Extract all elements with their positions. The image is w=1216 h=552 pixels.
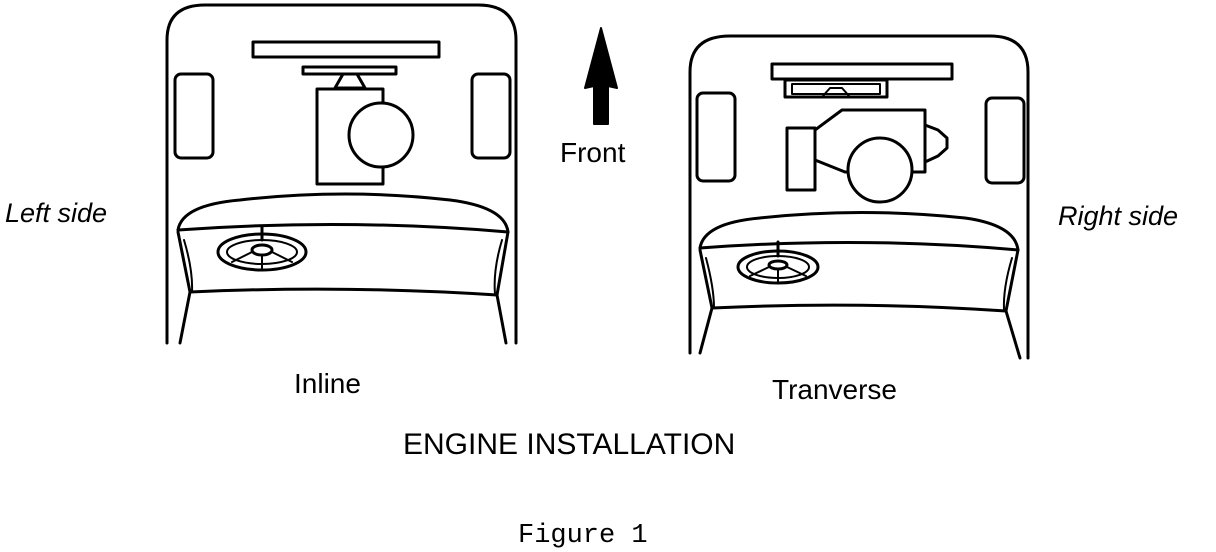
inline-label: Inline xyxy=(294,368,361,399)
transverse-engine-flywheel xyxy=(846,136,914,204)
diagram-title: ENGINE INSTALLATION xyxy=(403,428,736,461)
front-label: Front xyxy=(560,137,626,168)
inline-left-pillar xyxy=(176,230,192,345)
inline-radiator xyxy=(251,40,441,59)
transverse-left-headlight xyxy=(695,91,737,183)
transverse-car xyxy=(688,34,1030,360)
transverse-radiator xyxy=(770,62,954,81)
up-arrow-icon xyxy=(584,27,618,125)
transverse-label: Tranverse xyxy=(772,374,898,405)
transverse-left-pillar xyxy=(698,248,714,355)
transverse-gearbox xyxy=(785,126,817,192)
inline-dashboard-lower xyxy=(176,222,510,234)
transverse-dashboard xyxy=(698,211,1020,252)
inline-pulley xyxy=(333,72,367,90)
inline-right-headlight xyxy=(470,72,512,160)
figure-caption: Figure 1 xyxy=(518,521,648,551)
transverse-dashboard-lower xyxy=(698,240,1020,252)
transverse-pulley xyxy=(923,123,949,164)
inline-left-headlight xyxy=(173,72,215,160)
transverse-engine-block xyxy=(813,108,927,174)
steering-wheel-icon xyxy=(216,224,308,272)
inline-car xyxy=(165,3,518,345)
inline-car-body xyxy=(165,3,518,345)
inline-engine-flywheel xyxy=(347,101,415,169)
transverse-fan xyxy=(783,78,889,99)
transverse-car-body xyxy=(688,34,1030,360)
right-side-label: Right side xyxy=(1058,201,1179,231)
inline-right-pillar xyxy=(495,230,510,345)
inline-dashboard xyxy=(176,192,510,234)
inline-windscreen-base xyxy=(188,287,499,297)
steering-wheel-icon xyxy=(736,240,820,285)
transverse-right-pillar xyxy=(1004,248,1022,360)
transverse-right-headlight xyxy=(984,96,1026,185)
left-side-label: Left side xyxy=(5,198,108,228)
transverse-windscreen-base xyxy=(710,303,1008,313)
